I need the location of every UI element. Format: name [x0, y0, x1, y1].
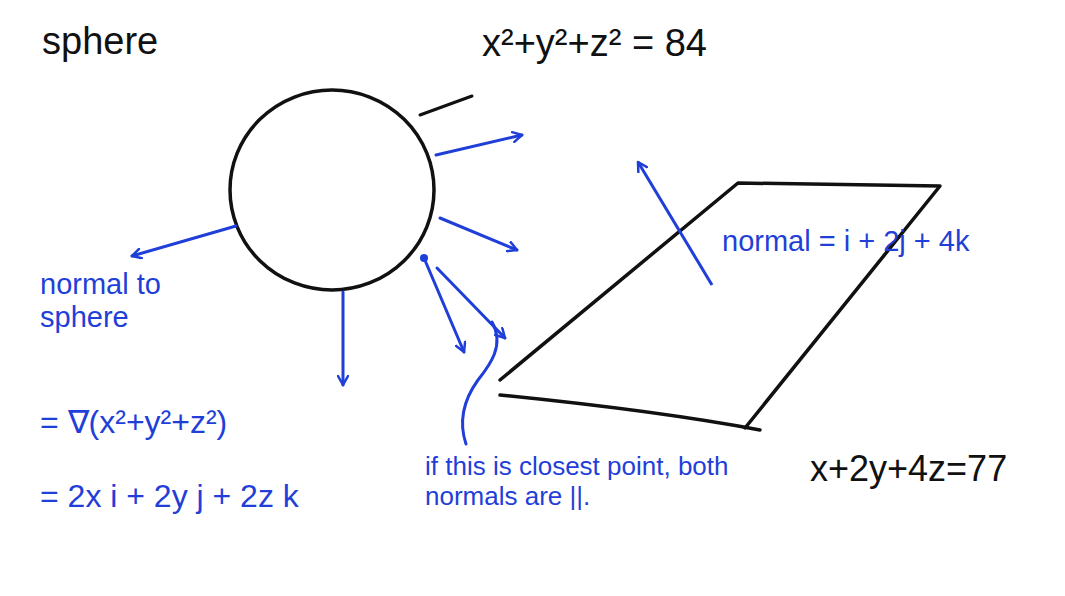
gradient-expression: = ∇(x²+y²+z²): [40, 404, 227, 441]
plane-equation: x+2y+4z=77: [810, 448, 1007, 489]
note-pointer: [463, 322, 497, 444]
plane-normal-label: normal = i + 2j + 4k: [722, 225, 969, 258]
sphere-normal-note: normal to sphere: [40, 268, 220, 335]
leader-line: [420, 96, 472, 115]
sphere-circle: [230, 90, 434, 290]
sphere-label: sphere: [42, 20, 158, 64]
gradient-result: = 2x i + 2y j + 2z k: [40, 478, 299, 515]
plane-outline: [500, 395, 760, 430]
sphere-equation: x²+y²+z² = 84: [482, 22, 707, 66]
closest-point-dot: [420, 254, 428, 262]
sphere-normals: [132, 135, 522, 385]
plane-normal-arrow: [638, 162, 712, 285]
closest-point-note: if this is closest point, both normals a…: [425, 452, 805, 512]
plane-outline: [500, 183, 940, 428]
